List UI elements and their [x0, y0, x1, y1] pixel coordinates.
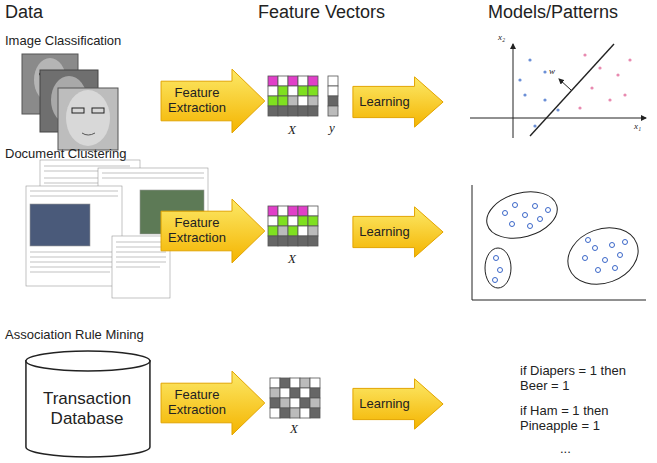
row-title: Document Clustering [5, 147, 126, 162]
matrix-label: X [288, 123, 296, 138]
node-label: Learning [359, 95, 410, 110]
axis-label: x₁ [634, 121, 641, 131]
feature-matrix [268, 206, 318, 246]
face-images [22, 54, 118, 150]
node-text-box: Transaction Database [28, 372, 146, 446]
column-header: Data [5, 2, 43, 23]
node-text-box: Feature Extraction [162, 68, 232, 134]
node-text-box: Learning [354, 378, 415, 430]
scatter-plot [470, 44, 646, 138]
column-header: Models/Patterns [488, 2, 618, 23]
vector-label: w [549, 66, 555, 76]
node-label: Transaction Database [28, 389, 146, 428]
process-arrow: Learning [352, 206, 444, 258]
column-header: Feature Vectors [258, 2, 385, 23]
rule-text: if Diapers = 1 then Beer = 1 [520, 364, 628, 394]
node-text-box: Feature Extraction [162, 198, 232, 264]
cluster-plot [472, 184, 646, 300]
process-arrow: Feature Extraction [160, 370, 266, 436]
axis-label: x₂ [498, 32, 505, 42]
process-arrow: Feature Extraction [160, 68, 266, 134]
row-title: Image Classification [5, 34, 121, 49]
vector-label: y [329, 121, 335, 136]
feature-matrix [268, 76, 338, 116]
process-arrow: Learning [352, 378, 444, 430]
rule-text: if Ham = 1 then Pineapple = 1 [520, 404, 628, 434]
node-label: Feature Extraction [162, 388, 232, 418]
row-title: Association Rule Mining [5, 328, 144, 343]
node-label: Feature Extraction [162, 216, 232, 246]
node-label: Learning [359, 225, 410, 240]
node-label: Learning [359, 397, 410, 412]
node-label: Feature Extraction [162, 86, 232, 116]
matrix-label: X [290, 422, 298, 437]
process-arrow: Feature Extraction [160, 198, 266, 264]
matrix-label: X [288, 252, 296, 267]
ellipsis: ... [560, 442, 571, 457]
database-node: Transaction Database [22, 350, 154, 458]
node-text-box: Learning [354, 76, 415, 128]
node-text-box: Learning [354, 206, 415, 258]
feature-matrix [270, 378, 320, 418]
process-arrow: Learning [352, 76, 444, 128]
node-text-box: Feature Extraction [162, 370, 232, 436]
